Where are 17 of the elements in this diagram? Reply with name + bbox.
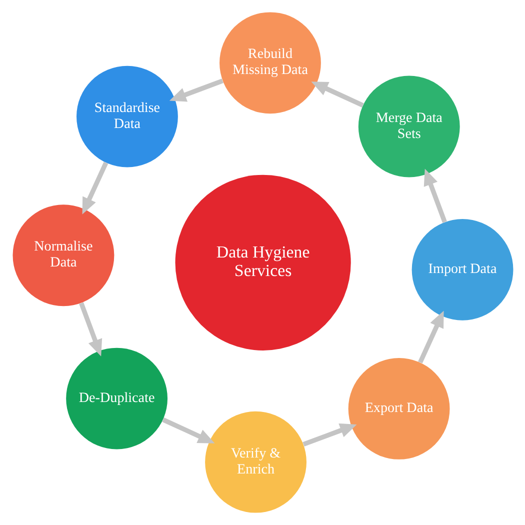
node-circle: De-Duplicate — [66, 348, 167, 450]
node-circle: Merge Data Sets — [358, 76, 460, 178]
node-circle: Rebuild Missing Data — [219, 12, 320, 114]
node-circle: Data Hygiene Services — [174, 174, 350, 350]
node-circle: Import Data — [411, 218, 513, 320]
node-circle: Export Data — [348, 358, 450, 460]
arrow — [168, 78, 223, 102]
node-circle: Standardise Data — [76, 66, 178, 168]
arrow — [302, 423, 356, 447]
arrow — [78, 302, 102, 356]
arrow — [418, 310, 444, 364]
node-circle: Verify & Enrich — [204, 411, 306, 513]
node-circle: Normalise Data — [12, 204, 114, 306]
arrow — [82, 162, 108, 214]
arrow — [423, 168, 446, 223]
arrow — [162, 418, 214, 444]
arrow — [310, 82, 364, 108]
